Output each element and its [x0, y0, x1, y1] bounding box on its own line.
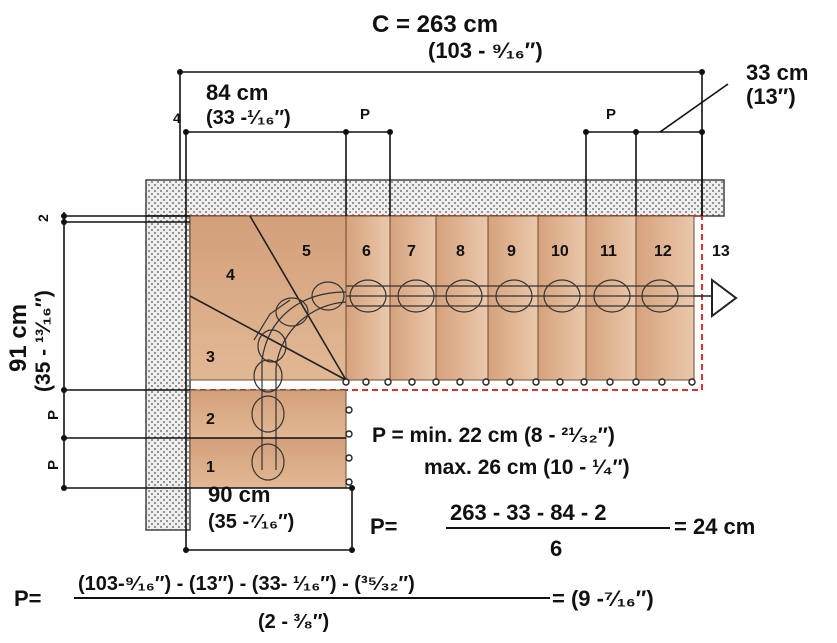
step-label: 3 — [206, 349, 215, 366]
formula-in-result: = (9 -⁷⁄₁₆″) — [552, 586, 654, 611]
step-label: 5 — [302, 243, 311, 260]
formula-cm-lhs: P= — [370, 514, 398, 539]
step-label: 12 — [654, 243, 672, 260]
winder-steps — [189, 215, 347, 382]
spine-clamps — [251, 279, 679, 481]
step-label: 4 — [226, 267, 235, 284]
formula-in-numerator: (103-⁹⁄₁₆″) - (13″) - (33- ¹⁄₁₆″) - (³⁵⁄… — [78, 573, 415, 595]
landing-length-label: 84 cm — [206, 80, 268, 105]
step-label: 11 — [600, 243, 617, 260]
central-spine — [253, 285, 694, 470]
p-max-note: max. 26 cm (10 - ¹⁄₄″) — [424, 456, 630, 479]
landing-length-inches: (33 -¹⁄₁₆″) — [206, 107, 291, 129]
side-length-inches: (35 - ¹³⁄₁₆″) — [32, 290, 55, 392]
p-label-top-1: P — [360, 106, 370, 123]
gap-left-label: 2 — [35, 214, 51, 222]
p-label-top-2: P — [606, 106, 616, 123]
baluster-posts — [342, 378, 696, 486]
step-label: 2 — [206, 411, 215, 428]
formula-cm-denominator: 6 — [550, 536, 562, 561]
dimension-lines — [62, 71, 729, 551]
formula-in: P= (103-⁹⁄₁₆″) - (13″) - (33- ¹⁄₁₆″) - (… — [14, 573, 654, 633]
bottom-length-inches: (35 -⁷⁄₁₆″) — [208, 511, 294, 533]
formula-cm-result: = 24 cm — [674, 514, 755, 539]
gap-top-label: 4 — [173, 110, 181, 126]
exit-arrow — [694, 278, 738, 318]
side-length-label: 91 cm — [5, 304, 32, 372]
step-label: 9 — [507, 243, 516, 260]
last-step-label: 33 cm — [746, 60, 808, 85]
last-step-inches: (13″) — [746, 84, 796, 109]
p-label-left-2: P — [45, 460, 62, 470]
formula-cm-numerator: 263 - 33 - 84 - 2 — [450, 500, 607, 525]
formula-in-lhs: P= — [14, 586, 42, 611]
formula-in-denominator: (2 - ³⁄₈″) — [258, 611, 329, 633]
wall-left — [145, 215, 191, 531]
dimension-ticks — [61, 69, 705, 553]
bottom-length-label: 90 cm — [208, 482, 270, 507]
step-label: 13 — [712, 243, 730, 260]
p-label-left-1: P — [45, 410, 62, 420]
step-label: 8 — [456, 243, 465, 260]
total-length-inches: (103 - ⁹⁄₁₆″) — [428, 38, 543, 63]
p-min-note: P = min. 22 cm (8 - ²¹⁄₃₂″) — [372, 424, 615, 447]
total-length-label: C = 263 cm — [372, 11, 498, 38]
step-label: 7 — [407, 243, 416, 260]
step-label: 1 — [206, 459, 215, 476]
step-label: 10 — [551, 243, 569, 260]
step-labels: 1 2 3 4 5 6 7 8 9 10 11 12 13 — [206, 243, 730, 476]
wall-top — [145, 179, 725, 217]
formula-cm: P= 263 - 33 - 84 - 2 6 = 24 cm — [370, 500, 755, 561]
step-label: 6 — [362, 243, 371, 260]
